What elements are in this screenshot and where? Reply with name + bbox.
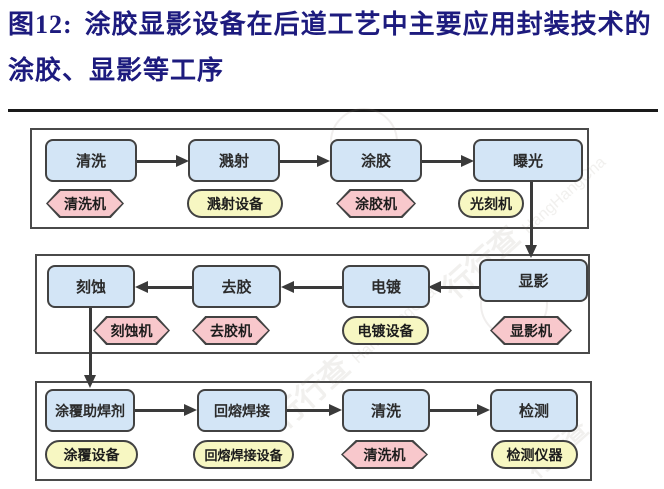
equipment-badge-cleaning-machine-1: 清洗机	[46, 189, 124, 218]
equipment-badge-lithography-machine: 光刻机	[458, 189, 524, 218]
process-box-flux-coating: 涂覆助焊剂	[45, 389, 135, 432]
figure-number-label: 图12:	[8, 10, 73, 39]
process-box-electroplating: 电镀	[342, 265, 430, 308]
process-box-cleaning-1: 清洗	[45, 139, 137, 182]
equipment-badge-coating-equipment: 涂覆设备	[45, 440, 138, 469]
figure-title-line1: 图12: 涂胶显影设备在后道工艺中主要应用封装技术的	[8, 2, 660, 48]
figure-title-line2: 涂胶、显影等工序	[8, 56, 225, 85]
process-box-sputtering: 溅射	[188, 139, 280, 182]
equipment-badge-etching-machine: 刻蚀机	[93, 316, 170, 345]
figure-title: 图12: 涂胶显影设备在后道工艺中主要应用封装技术的 涂胶、显影等工序	[8, 2, 660, 94]
process-box-inspection: 检测	[490, 389, 578, 432]
equipment-badge-resist-strip-machine: 去胶机	[192, 316, 270, 345]
equipment-badge-coating-machine: 涂胶机	[336, 189, 416, 218]
equipment-badge-sputtering-equipment: 溅射设备	[187, 189, 283, 218]
process-box-cleaning-2: 清洗	[342, 389, 430, 432]
process-box-resist-strip: 去胶	[192, 265, 281, 308]
equipment-badge-cleaning-machine-2: 清洗机	[341, 440, 428, 469]
equipment-badge-inspection-instrument: 检测仪器	[491, 440, 578, 469]
process-box-developing: 显影	[479, 259, 588, 302]
equipment-badge-electroplating-equipment: 电镀设备	[342, 316, 429, 345]
equipment-badge-developing-machine: 显影机	[490, 316, 572, 345]
title-divider	[8, 109, 658, 112]
process-box-etching: 刻蚀	[47, 265, 135, 308]
figure-title-text: 涂胶显影设备在后道工艺中主要应用封装技术的	[84, 10, 652, 39]
process-box-exposure: 曝光	[473, 139, 583, 182]
equipment-badge-reflow-soldering-equipment: 回熔焊接设备	[193, 440, 294, 469]
process-box-reflow-soldering: 回熔焊接	[197, 389, 287, 432]
process-box-coating: 涂胶	[330, 139, 422, 182]
